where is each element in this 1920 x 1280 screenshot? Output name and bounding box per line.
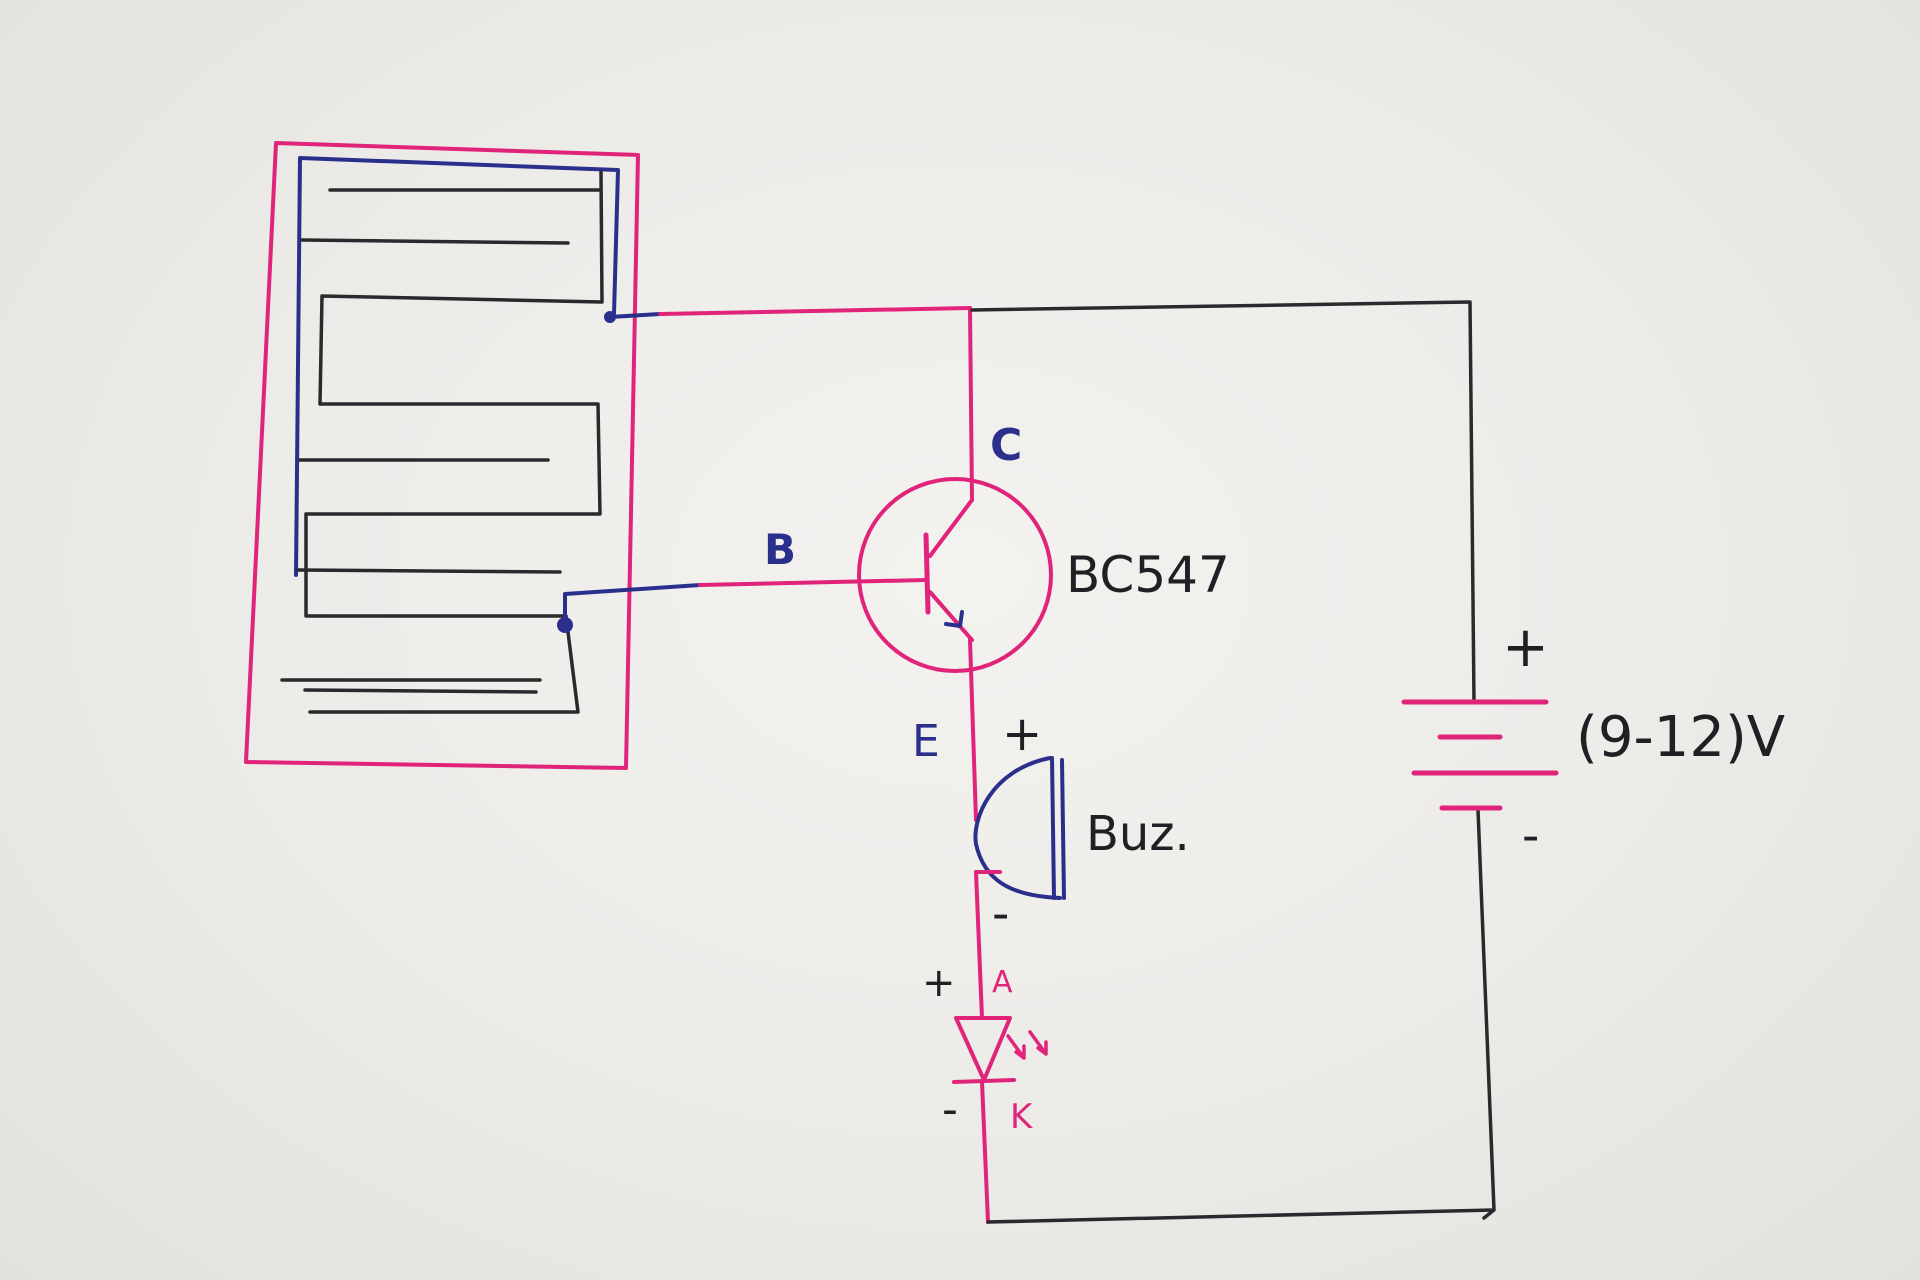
- label-battery-voltage: (9-12)V: [1576, 705, 1785, 770]
- wire-sensor-to-base: [698, 578, 928, 587]
- transistor-body: [857, 477, 1053, 673]
- label-led-cathode: K: [1010, 1097, 1034, 1137]
- label-led-minus: -: [942, 1084, 958, 1135]
- label-buzzer-minus: -: [992, 886, 1009, 942]
- label-base: B: [764, 525, 796, 574]
- led: [952, 1016, 1048, 1084]
- transistor-emitter-arrow: [944, 610, 964, 628]
- label-led-plus: +: [922, 960, 956, 1006]
- transistor-bc547: [857, 477, 1053, 673]
- label-battery-plus: +: [1502, 615, 1549, 680]
- sensor-lead-top: [608, 312, 662, 319]
- label-buzzer-plus: +: [1002, 706, 1042, 762]
- sensor-comb-a: [296, 170, 604, 694]
- sensor-comb-b: [280, 512, 580, 714]
- buzzer-dome: [973, 756, 1062, 900]
- wire-collector-to-battery-plus: [970, 300, 1476, 704]
- wire-ground-return: [986, 808, 1496, 1224]
- led-cathode-bar: [952, 1078, 1016, 1084]
- buzzer-plate: [1050, 756, 1066, 900]
- wire-sensor-to-collector: [658, 306, 974, 502]
- sensor-lead-bottom: [563, 583, 702, 627]
- label-led-anode: A: [992, 965, 1013, 1000]
- led-triangle: [954, 1016, 1012, 1082]
- label-emitter: E: [912, 716, 940, 767]
- transistor-emitter-leg: [928, 590, 974, 642]
- wire-buzzer-to-led: [974, 870, 984, 1020]
- battery: [1401, 699, 1559, 811]
- wire-led-to-ground: [980, 1080, 990, 1224]
- moisture-sensor: [244, 141, 702, 770]
- transistor-base-bar: [923, 532, 931, 615]
- wires: [658, 300, 1496, 1224]
- label-battery-minus: -: [1522, 808, 1539, 864]
- label-buzzer: Buz.: [1086, 806, 1190, 862]
- transistor-collector-leg: [928, 498, 974, 558]
- label-collector: C: [990, 420, 1022, 471]
- sensor-board-outline: [244, 141, 640, 770]
- led-light-arrows: [1006, 1030, 1048, 1060]
- buzzer: [973, 756, 1066, 900]
- label-transistor: BC547: [1066, 546, 1230, 604]
